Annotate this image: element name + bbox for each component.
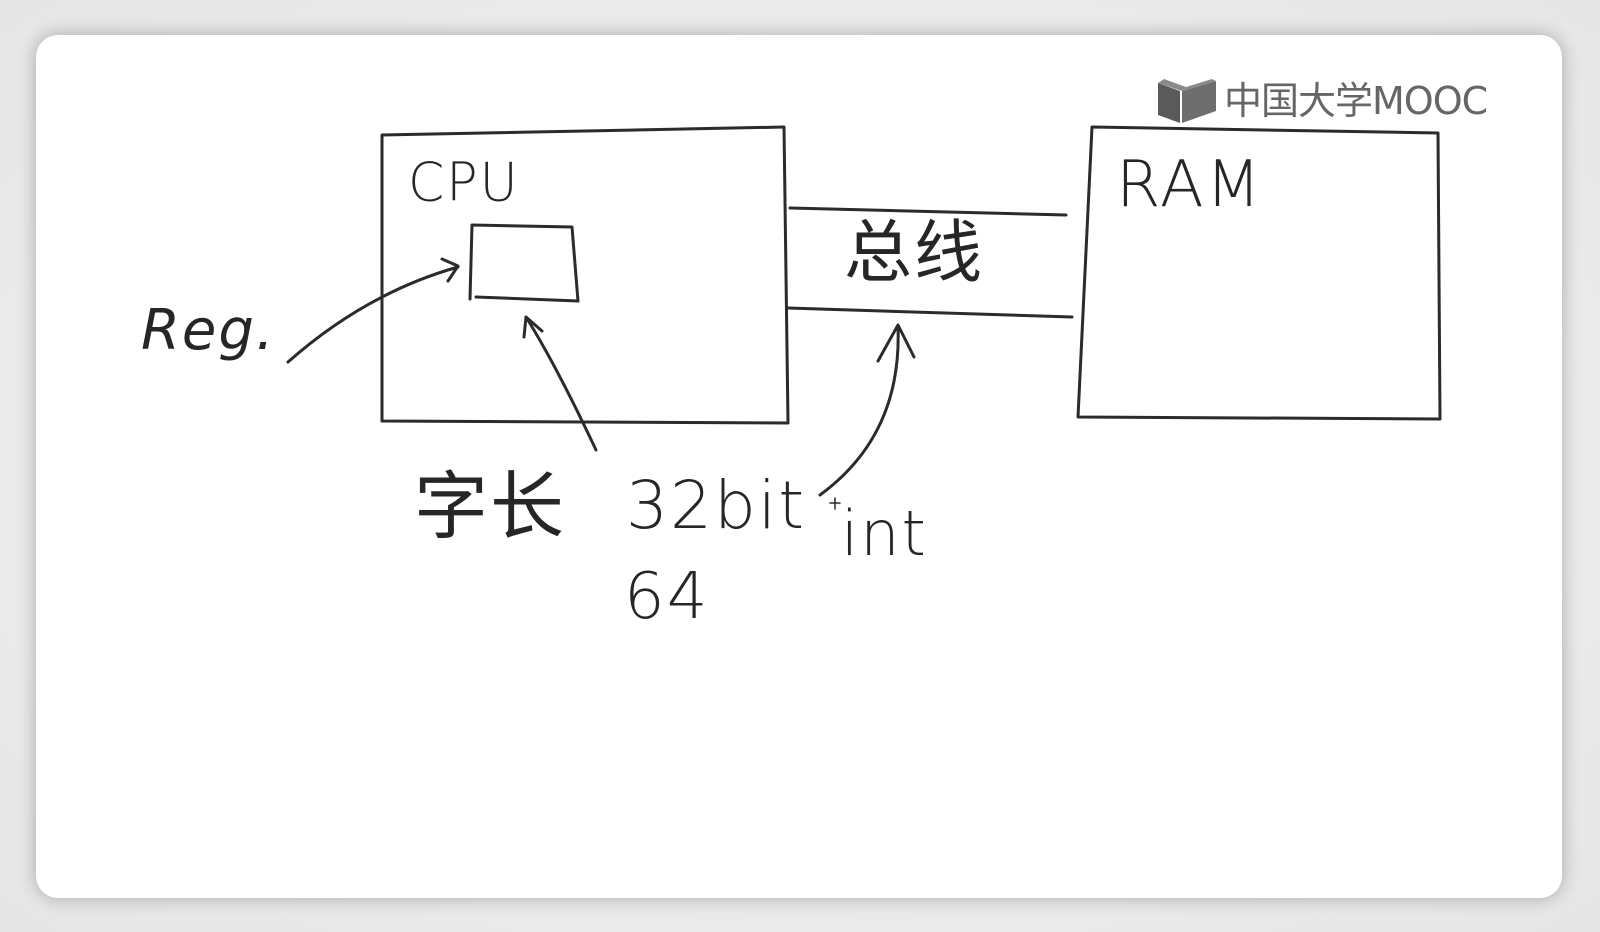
bus-top-line bbox=[788, 206, 1068, 217]
ram-box bbox=[1076, 125, 1442, 421]
mooc-logo: 中国大学MOOC bbox=[1156, 77, 1488, 125]
cpu-box bbox=[380, 125, 790, 425]
int-arrow bbox=[818, 323, 916, 497]
book-icon bbox=[1158, 79, 1216, 123]
bits-64-label: 64 bbox=[624, 560, 710, 634]
int-label: int bbox=[841, 497, 928, 570]
word-size-arrow bbox=[522, 315, 598, 452]
whiteboard: CPU RAM Reg. 总线 字长 32bit 64 int 中国大学MOOC bbox=[36, 35, 1562, 898]
bits-32-label: 32bit bbox=[626, 467, 807, 544]
reg-arrow bbox=[286, 257, 460, 364]
logo-text: 中国大学MOOC bbox=[1224, 79, 1488, 123]
cursor-icon bbox=[829, 497, 841, 510]
ram-label: RAM bbox=[1116, 148, 1263, 222]
bus-bottom-line bbox=[786, 306, 1074, 319]
register-box bbox=[468, 223, 580, 303]
register-label: Reg. bbox=[141, 298, 276, 363]
bus-label: 总线 bbox=[844, 214, 985, 293]
cpu-label: CPU bbox=[408, 152, 520, 214]
word-size-label: 字长 bbox=[414, 464, 566, 550]
diagram-drawing bbox=[286, 125, 1442, 510]
